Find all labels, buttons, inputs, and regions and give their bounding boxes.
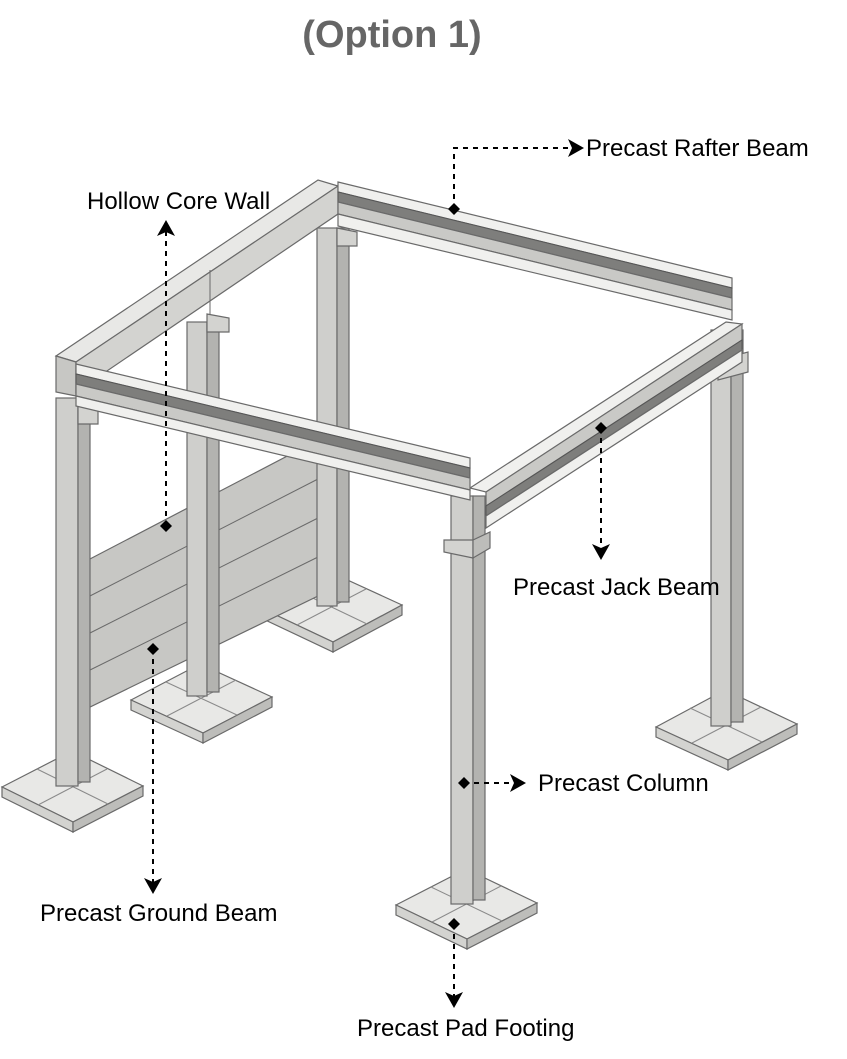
column-dot (458, 777, 470, 789)
ground-beam-arrow (144, 878, 162, 894)
hollow-core-wall-arrow (157, 220, 175, 236)
column-back (316, 227, 358, 607)
jack-beam-dot (595, 422, 607, 434)
label-column: Precast Column (538, 770, 709, 797)
pad-footing-front (394, 868, 539, 950)
column-right (710, 329, 749, 727)
label-jack-beam: Precast Jack Beam (513, 574, 720, 601)
pad-footing-dot (448, 918, 460, 930)
diagram-title: (Option 1) (302, 14, 482, 56)
rafter-beam-leader (453, 147, 572, 209)
pad-footing-arrow (445, 992, 463, 1008)
label-rafter-beam: Precast Rafter Beam (586, 135, 809, 162)
hollow-core-wall-dot (160, 520, 172, 532)
jack-beam-arrow (592, 544, 610, 560)
jack-beam (468, 321, 744, 530)
pad-footing-back (259, 571, 404, 654)
label-hollow-core-wall: Hollow Core Wall (87, 188, 270, 215)
front-beam (75, 363, 471, 501)
rafter-beam (337, 181, 733, 321)
label-pad-footing: Precast Pad Footing (357, 1015, 574, 1042)
column-front-left (55, 397, 99, 787)
column-front (443, 495, 491, 905)
column-arrow (510, 774, 526, 792)
label-ground-beam: Precast Ground Beam (40, 900, 277, 927)
pad-footing-mid-left (129, 663, 274, 744)
pad-footing-right (654, 689, 799, 771)
rafter-beam-arrow (568, 139, 584, 157)
ground-beam-dot (147, 643, 159, 655)
rafter-beam-dot (448, 203, 460, 215)
